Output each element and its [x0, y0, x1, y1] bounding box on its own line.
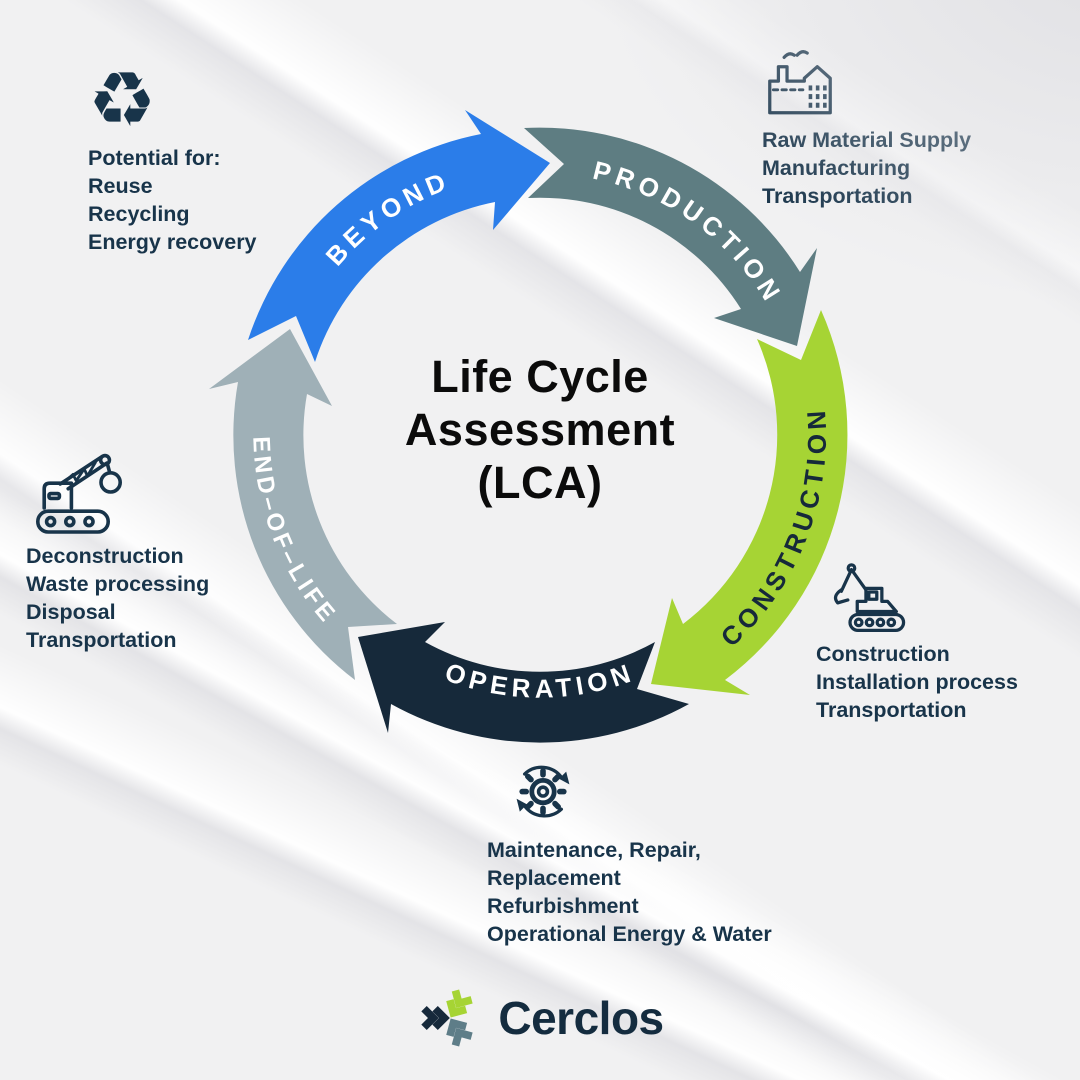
annotation-end-of-life: Deconstruction Waste processing Disposal… [26, 452, 209, 656]
annotation-production: Raw Material Supply Manufacturing Transp… [762, 48, 971, 212]
crane-wrecking-ball-icon [26, 452, 209, 536]
annotation-line: Manufacturing [762, 155, 911, 180]
annotation-line: Energy recovery [88, 229, 257, 254]
construction-arrow [651, 310, 848, 695]
annotation-line: Replacement [487, 865, 621, 890]
annotation-line: Disposal [26, 599, 116, 624]
annotation-operation: Maintenance, Repair, Replacement Refurbi… [487, 750, 772, 950]
production-arrow [524, 127, 817, 346]
annotation-text: Construction Installation process Transp… [816, 642, 1018, 723]
annotation-line: Recycling [88, 201, 190, 226]
annotation-text: Potential for: Reuse Recycling Energy re… [88, 146, 257, 255]
annotation-line: Transportation [762, 183, 913, 208]
annotation-line: Raw Material Supply [762, 128, 972, 152]
annotation-line: Potential for: [88, 146, 221, 170]
operation-arrow [358, 622, 689, 743]
annotation-text: Maintenance, Repair, Replacement Refurbi… [487, 838, 772, 947]
annotation-line: Maintenance, Repair, [487, 838, 701, 862]
annotation-line: Installation process [816, 669, 1018, 694]
page-title: Life Cycle Assessment (LCA) [280, 350, 800, 509]
beyond-arrow [248, 110, 550, 362]
end-of-life-arrow [209, 329, 397, 680]
annotation-line: Deconstruction [26, 544, 184, 568]
excavator-icon [816, 558, 1018, 634]
gear-refresh-icon [503, 750, 772, 830]
title-line: Life Cycle [431, 351, 649, 402]
title-line: (LCA) [477, 457, 603, 509]
factory-icon [762, 48, 971, 120]
annotation-line: Construction [816, 642, 950, 666]
annotation-line: Operational Energy & Water [487, 921, 772, 946]
annotation-line: Waste processing [26, 571, 210, 596]
annotation-text: Raw Material Supply Manufacturing Transp… [762, 128, 971, 209]
annotation-text: Deconstruction Waste processing Disposal… [26, 544, 209, 653]
annotation-beyond: ♻ Potential for: Reuse Recycling Energy … [88, 62, 257, 258]
recycle-icon: ♻ [88, 55, 157, 144]
annotation-line: Transportation [816, 697, 967, 722]
brand-footer: Cerclos [416, 984, 664, 1052]
cerclos-logo-icon [421, 989, 473, 1047]
annotation-construction: Construction Installation process Transp… [816, 558, 1018, 726]
annotation-line: Transportation [26, 627, 177, 652]
annotation-line: Reuse [88, 173, 153, 198]
brand-name: Cerclos [498, 992, 664, 1044]
annotation-line: Refurbishment [487, 893, 639, 918]
title-line: Assessment [404, 404, 676, 456]
